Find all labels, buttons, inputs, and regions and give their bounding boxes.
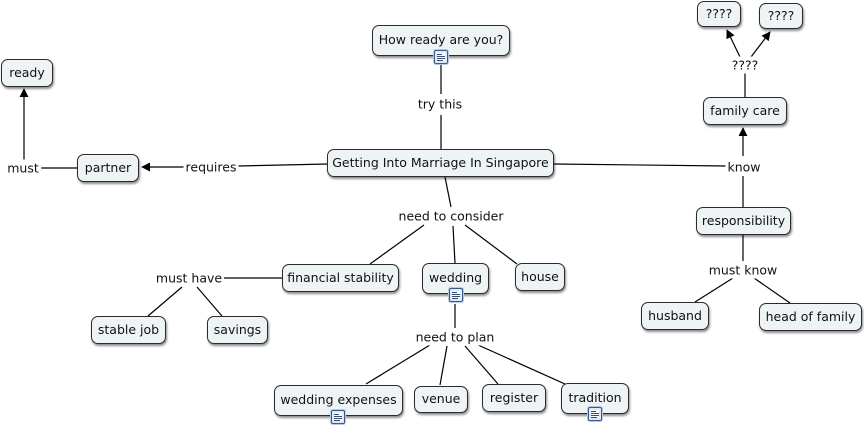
concept-husband[interactable]: husband — [641, 302, 709, 330]
concept-venue[interactable]: venue — [414, 386, 468, 413]
concept-family-care[interactable]: family care — [703, 97, 787, 125]
concept-unknown-2[interactable]: ???? — [759, 3, 803, 29]
concept-central[interactable]: Getting Into Marriage In Singapore — [327, 149, 554, 177]
link-must-know[interactable]: must know — [706, 261, 780, 279]
concept-ready[interactable]: ready — [1, 59, 53, 87]
link-must[interactable]: must — [5, 159, 41, 177]
link-try-this[interactable]: try this — [415, 95, 465, 113]
link-requires[interactable]: requires — [183, 158, 239, 176]
link-must-have[interactable]: must have — [153, 269, 225, 287]
link-know[interactable]: know — [725, 158, 763, 176]
concept-head-of-family[interactable]: head of family — [759, 303, 862, 331]
document-icon[interactable] — [331, 410, 345, 424]
link-unknown[interactable]: ???? — [729, 56, 761, 74]
document-icon[interactable] — [434, 50, 448, 64]
link-need-to-plan[interactable]: need to plan — [413, 328, 497, 346]
concept-savings[interactable]: savings — [207, 316, 268, 344]
document-icon[interactable] — [449, 288, 463, 302]
concept-financial-stability[interactable]: financial stability — [282, 264, 399, 292]
concept-partner[interactable]: partner — [77, 154, 139, 182]
concept-stable-job[interactable]: stable job — [91, 316, 166, 344]
concept-register[interactable]: register — [482, 384, 546, 412]
document-icon[interactable] — [588, 407, 602, 421]
concept-responsibility[interactable]: responsibility — [696, 207, 791, 235]
concept-unknown-1[interactable]: ???? — [697, 1, 741, 27]
link-need-to-consider[interactable]: need to consider — [396, 207, 506, 225]
concept-house[interactable]: house — [515, 263, 565, 291]
